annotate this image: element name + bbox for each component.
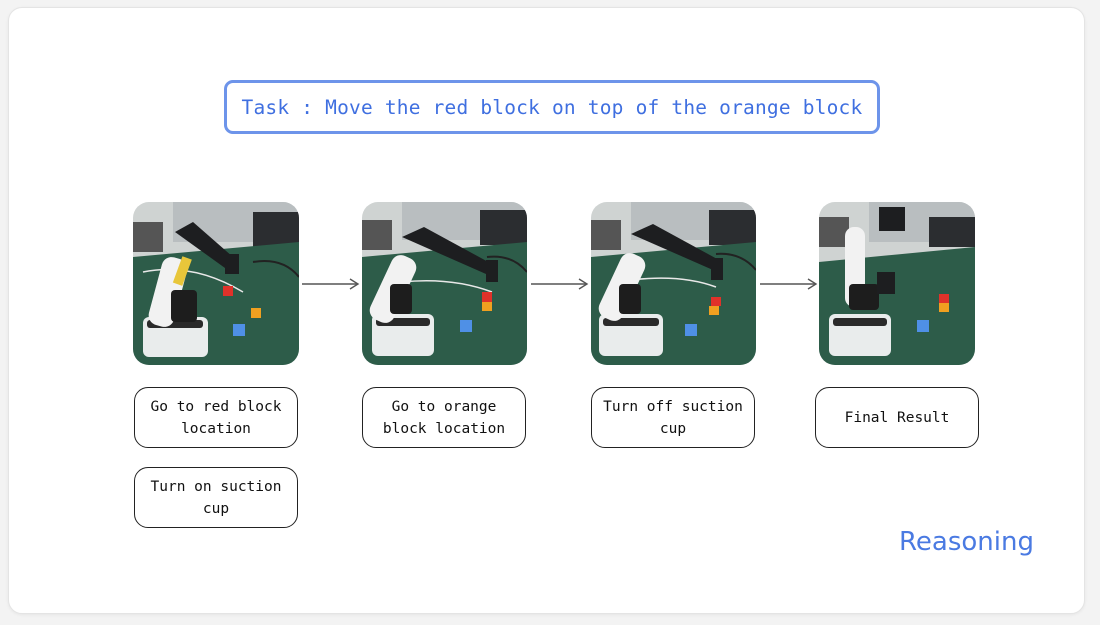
step-label: Final Result — [844, 409, 950, 426]
step-go-to-red-block: Go to red block location — [134, 387, 298, 448]
reasoning-label: Reasoning — [899, 527, 1034, 557]
step-label: Go to red block location — [150, 398, 282, 437]
step-turn-off-suction: Turn off suction cup — [591, 387, 755, 448]
arrow-right-icon — [302, 278, 360, 290]
step-label: Go to orange block location — [382, 398, 506, 437]
task-box: Task : Move the red block on top of the … — [224, 80, 880, 134]
step-final-result: Final Result — [815, 387, 979, 448]
step-label: Turn on suction cup — [150, 478, 282, 517]
final-stacked-blocks-photo — [819, 202, 975, 365]
arrow-right-icon — [531, 278, 589, 290]
robot-arm-release-photo — [591, 202, 756, 365]
task-label: Task : Move the red block on top of the … — [241, 95, 863, 119]
robot-arm-at-red-block-photo — [133, 202, 299, 365]
step-label: Turn off suction cup — [603, 398, 743, 437]
robot-arm-at-orange-block-photo — [362, 202, 527, 365]
step-go-to-orange-block: Go to orange block location — [362, 387, 526, 448]
step-turn-on-suction: Turn on suction cup — [134, 467, 298, 528]
arrow-right-icon — [760, 278, 818, 290]
